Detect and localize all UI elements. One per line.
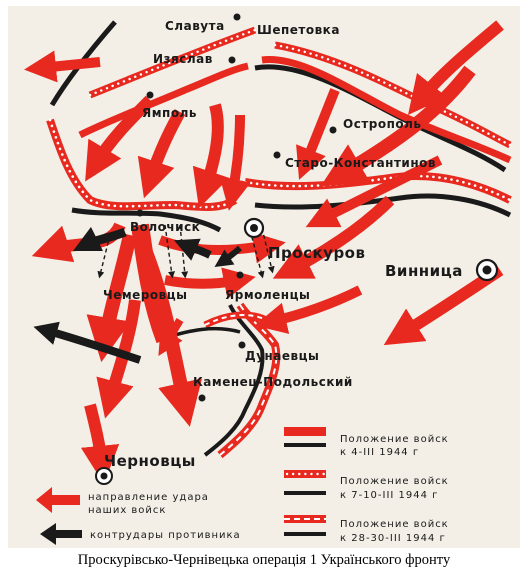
chernovtsy-marker (95, 467, 113, 485)
label-shepetovka: Шепетовка (257, 23, 340, 37)
legend-counter-label: контрудары противника (90, 530, 241, 541)
vinnitsa-marker (475, 258, 499, 282)
attack-arrows (24, 20, 504, 485)
label-chemerovtsy: Чемеровцы (103, 288, 187, 302)
figure-caption: Проскурівсько-Чернівецька операція 1 Укр… (77, 552, 451, 568)
counterattack-arrows (33, 226, 242, 364)
legend-counter-arrow-icon (40, 523, 82, 545)
legend-pos3-line2: к 28-30-III 1944 г (340, 533, 446, 544)
legend-attack-arrow-icon (36, 487, 80, 513)
label-staro-konstantinov: Старо-Константинов (285, 156, 436, 170)
label-volochisk: Волочиск (130, 220, 200, 234)
legend-attack-line2: наших войск (88, 505, 166, 516)
front-line-4-iii (49, 20, 512, 173)
legend: Положение войск к 4-III 1944 г Положение… (36, 427, 449, 545)
legend-pos1-line1: Положение войск (340, 434, 449, 445)
label-izyaslav: Изяслав (153, 52, 213, 66)
label-slavuta: Славута (165, 19, 225, 33)
proskurov-marker (243, 217, 265, 239)
label-kamenets-podolsky: Каменец-Подольский (193, 375, 353, 389)
label-yarmolintsy: Ярмоленцы (225, 288, 310, 302)
legend-attack-line1: направление удара (88, 492, 209, 503)
label-vinnitsa: Винница (385, 262, 463, 280)
city-markers (136, 13, 337, 402)
label-chernovtsy: Черновцы (104, 452, 196, 470)
legend-pos2-line1: Положение войск (340, 476, 449, 487)
legend-pos2-line2: к 7-10-III 1944 г (340, 490, 438, 501)
legend-pos1-line2: к 4-III 1944 г (340, 447, 419, 458)
label-ostropol: Острополь (343, 117, 422, 131)
legend-pos3-line1: Положение войск (340, 519, 449, 530)
label-yampol: Ямполь (142, 106, 197, 120)
label-proskurov: Проскуров (268, 244, 365, 262)
label-dunaevtsy: Дунаевцы (245, 349, 319, 363)
